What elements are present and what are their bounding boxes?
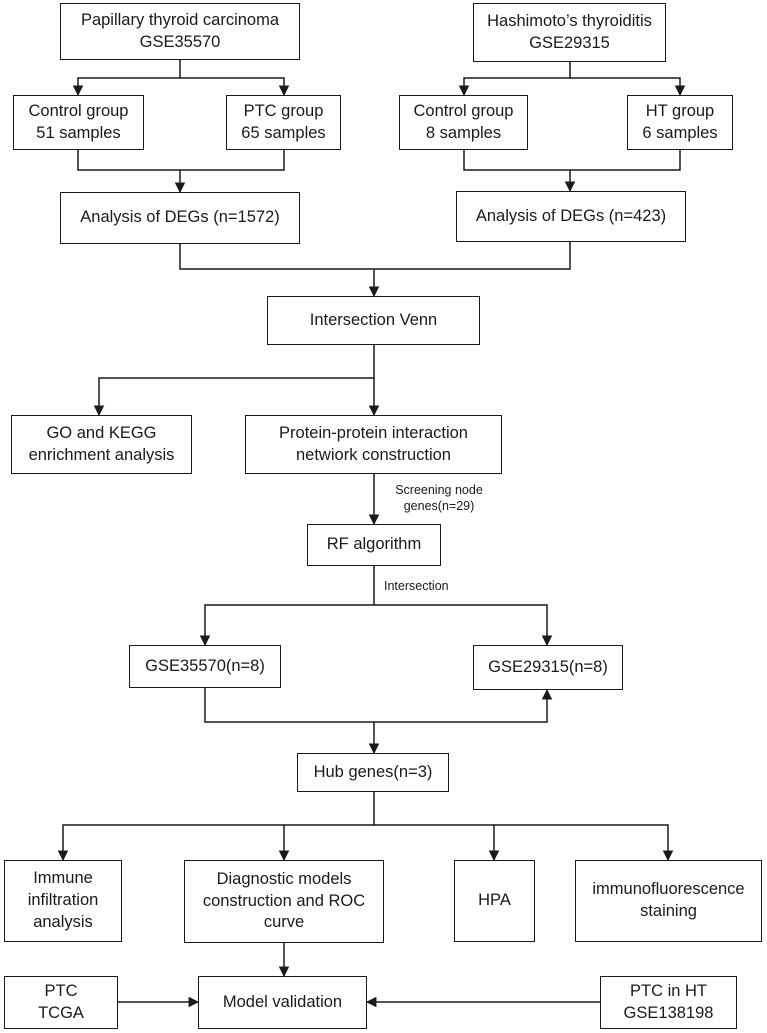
node-ptc-control: Control group 51 samples xyxy=(13,95,144,150)
edge-ptc-split xyxy=(72,60,181,97)
node-ptc-tcga: PTC TCGA xyxy=(4,976,118,1029)
edge-label-screening-line2: genes(n=29) xyxy=(403,499,475,514)
edge-hub-split xyxy=(57,792,375,862)
node-intersection-venn: Intersection Venn xyxy=(267,296,480,345)
node-ht-group-line2: 6 samples xyxy=(642,123,718,142)
node-immune-line2: infiltration xyxy=(27,891,99,910)
node-gse35570-result-label: GSE35570(n=8) xyxy=(145,656,265,675)
node-hpa-label: HPA xyxy=(478,891,511,910)
node-gse29315-result-label: GSE29315(n=8) xyxy=(488,657,608,676)
node-ptc-dataset-line2: GSE35570 xyxy=(139,32,221,51)
edge-label-intersection-text: Intersection xyxy=(384,579,449,593)
node-immunofluorescence: immunofluorescence staining xyxy=(575,860,762,942)
node-ptc-group-line1: PTC group xyxy=(243,101,324,120)
node-ptc-dataset-line1: Papillary thyroid carcinoma xyxy=(80,10,280,29)
node-diagnostic-line2: construction and ROC xyxy=(202,891,366,910)
node-ht-control: Control group 8 samples xyxy=(399,95,528,150)
node-if-line1: immunofluorescence xyxy=(592,880,745,899)
node-ptc-dataset: Papillary thyroid carcinoma GSE35570 xyxy=(60,3,300,60)
node-model-validation-label: Model validation xyxy=(222,992,343,1011)
edge-degs-merge xyxy=(179,242,571,296)
node-ptc-in-ht-line2: GSE138198 xyxy=(623,1003,714,1022)
edge-results-merge xyxy=(204,688,553,723)
node-immune-infiltration: Immune infiltration analysis xyxy=(4,860,122,942)
node-deg-right: Analysis of DEGs (n=423) xyxy=(456,191,686,242)
edge-label-intersection: Intersection xyxy=(384,578,449,594)
node-ptc-tcga-line2: TCGA xyxy=(38,1003,84,1022)
node-model-validation: Model validation xyxy=(198,976,367,1029)
node-ptc-tcga-line1: PTC xyxy=(44,981,78,1000)
edge-ptc-split-right xyxy=(180,77,290,97)
node-ht-dataset: Hashimoto’s thyroiditis GSE29315 xyxy=(473,3,666,62)
edge-label-screening: Screening node genes(n=29) xyxy=(384,482,494,515)
node-if-line2: staining xyxy=(640,902,697,920)
edge-ht-split xyxy=(458,62,571,97)
node-ptc-in-ht: PTC in HT GSE138198 xyxy=(600,976,737,1029)
node-immune-line1: Immune xyxy=(33,869,93,888)
node-ptc-group-line2: 65 samples xyxy=(241,123,326,142)
node-hub-genes: Hub genes(n=3) xyxy=(297,753,449,792)
node-ptc-control-line1: Control group xyxy=(28,101,129,120)
node-immune-line3: analysis xyxy=(33,912,93,931)
edge-rf-split xyxy=(199,566,375,647)
node-ptc-group: PTC group 65 samples xyxy=(226,95,341,150)
node-hpa: HPA xyxy=(454,860,535,942)
node-ht-dataset-line1: Hashimoto’s thyroiditis xyxy=(487,11,652,30)
node-ptc-control-line2: 51 samples xyxy=(36,123,121,142)
node-ht-dataset-line2: GSE29315 xyxy=(529,33,610,52)
edge-ht-merge xyxy=(463,150,681,191)
edge-ht-split-right xyxy=(570,77,686,97)
node-rf-algorithm-label: RF algorithm xyxy=(326,535,422,554)
node-go-kegg: GO and KEGG enrichment analysis xyxy=(11,415,192,474)
node-ptc-in-ht-line1: PTC in HT xyxy=(629,981,707,1000)
node-ht-group-line1: HT group xyxy=(645,101,715,120)
node-go-kegg-line2: enrichment analysis xyxy=(28,445,175,464)
node-deg-left-label: Analysis of DEGs (n=1572) xyxy=(80,208,280,227)
node-ppi-line2: netwiork construction xyxy=(296,445,451,464)
node-deg-right-label: Analysis of DEGs (n=423) xyxy=(475,206,667,225)
edge-venn-split xyxy=(93,345,375,417)
node-go-kegg-line1: GO and KEGG xyxy=(46,423,157,442)
node-ht-group: HT group 6 samples xyxy=(627,95,733,150)
edge-ptc-merge xyxy=(77,150,285,192)
node-ppi-line1: Protein-protein interaction xyxy=(279,423,468,442)
node-diagnostic-models: Diagnostic models construction and ROC c… xyxy=(184,860,384,943)
node-ht-control-line2: 8 samples xyxy=(425,123,502,142)
node-deg-left: Analysis of DEGs (n=1572) xyxy=(60,192,300,244)
edge-label-screening-line1: Screening node xyxy=(395,483,483,497)
node-ht-control-line1: Control group xyxy=(413,101,514,120)
edge-hub-if xyxy=(494,824,674,862)
node-gse29315-result: GSE29315(n=8) xyxy=(473,645,623,690)
node-diagnostic-line3: curve xyxy=(263,913,305,932)
node-rf-algorithm: RF algorithm xyxy=(307,524,441,566)
node-ppi: Protein-protein interaction netwiork con… xyxy=(245,415,502,474)
edge-rf-split-right xyxy=(374,604,553,647)
node-hub-genes-label: Hub genes(n=3) xyxy=(313,762,433,781)
node-intersection-venn-label: Intersection Venn xyxy=(309,310,438,329)
node-diagnostic-line1: Diagnostic models xyxy=(216,869,352,888)
edge-hub-hpa xyxy=(374,824,500,862)
node-gse35570-result: GSE35570(n=8) xyxy=(129,645,281,688)
